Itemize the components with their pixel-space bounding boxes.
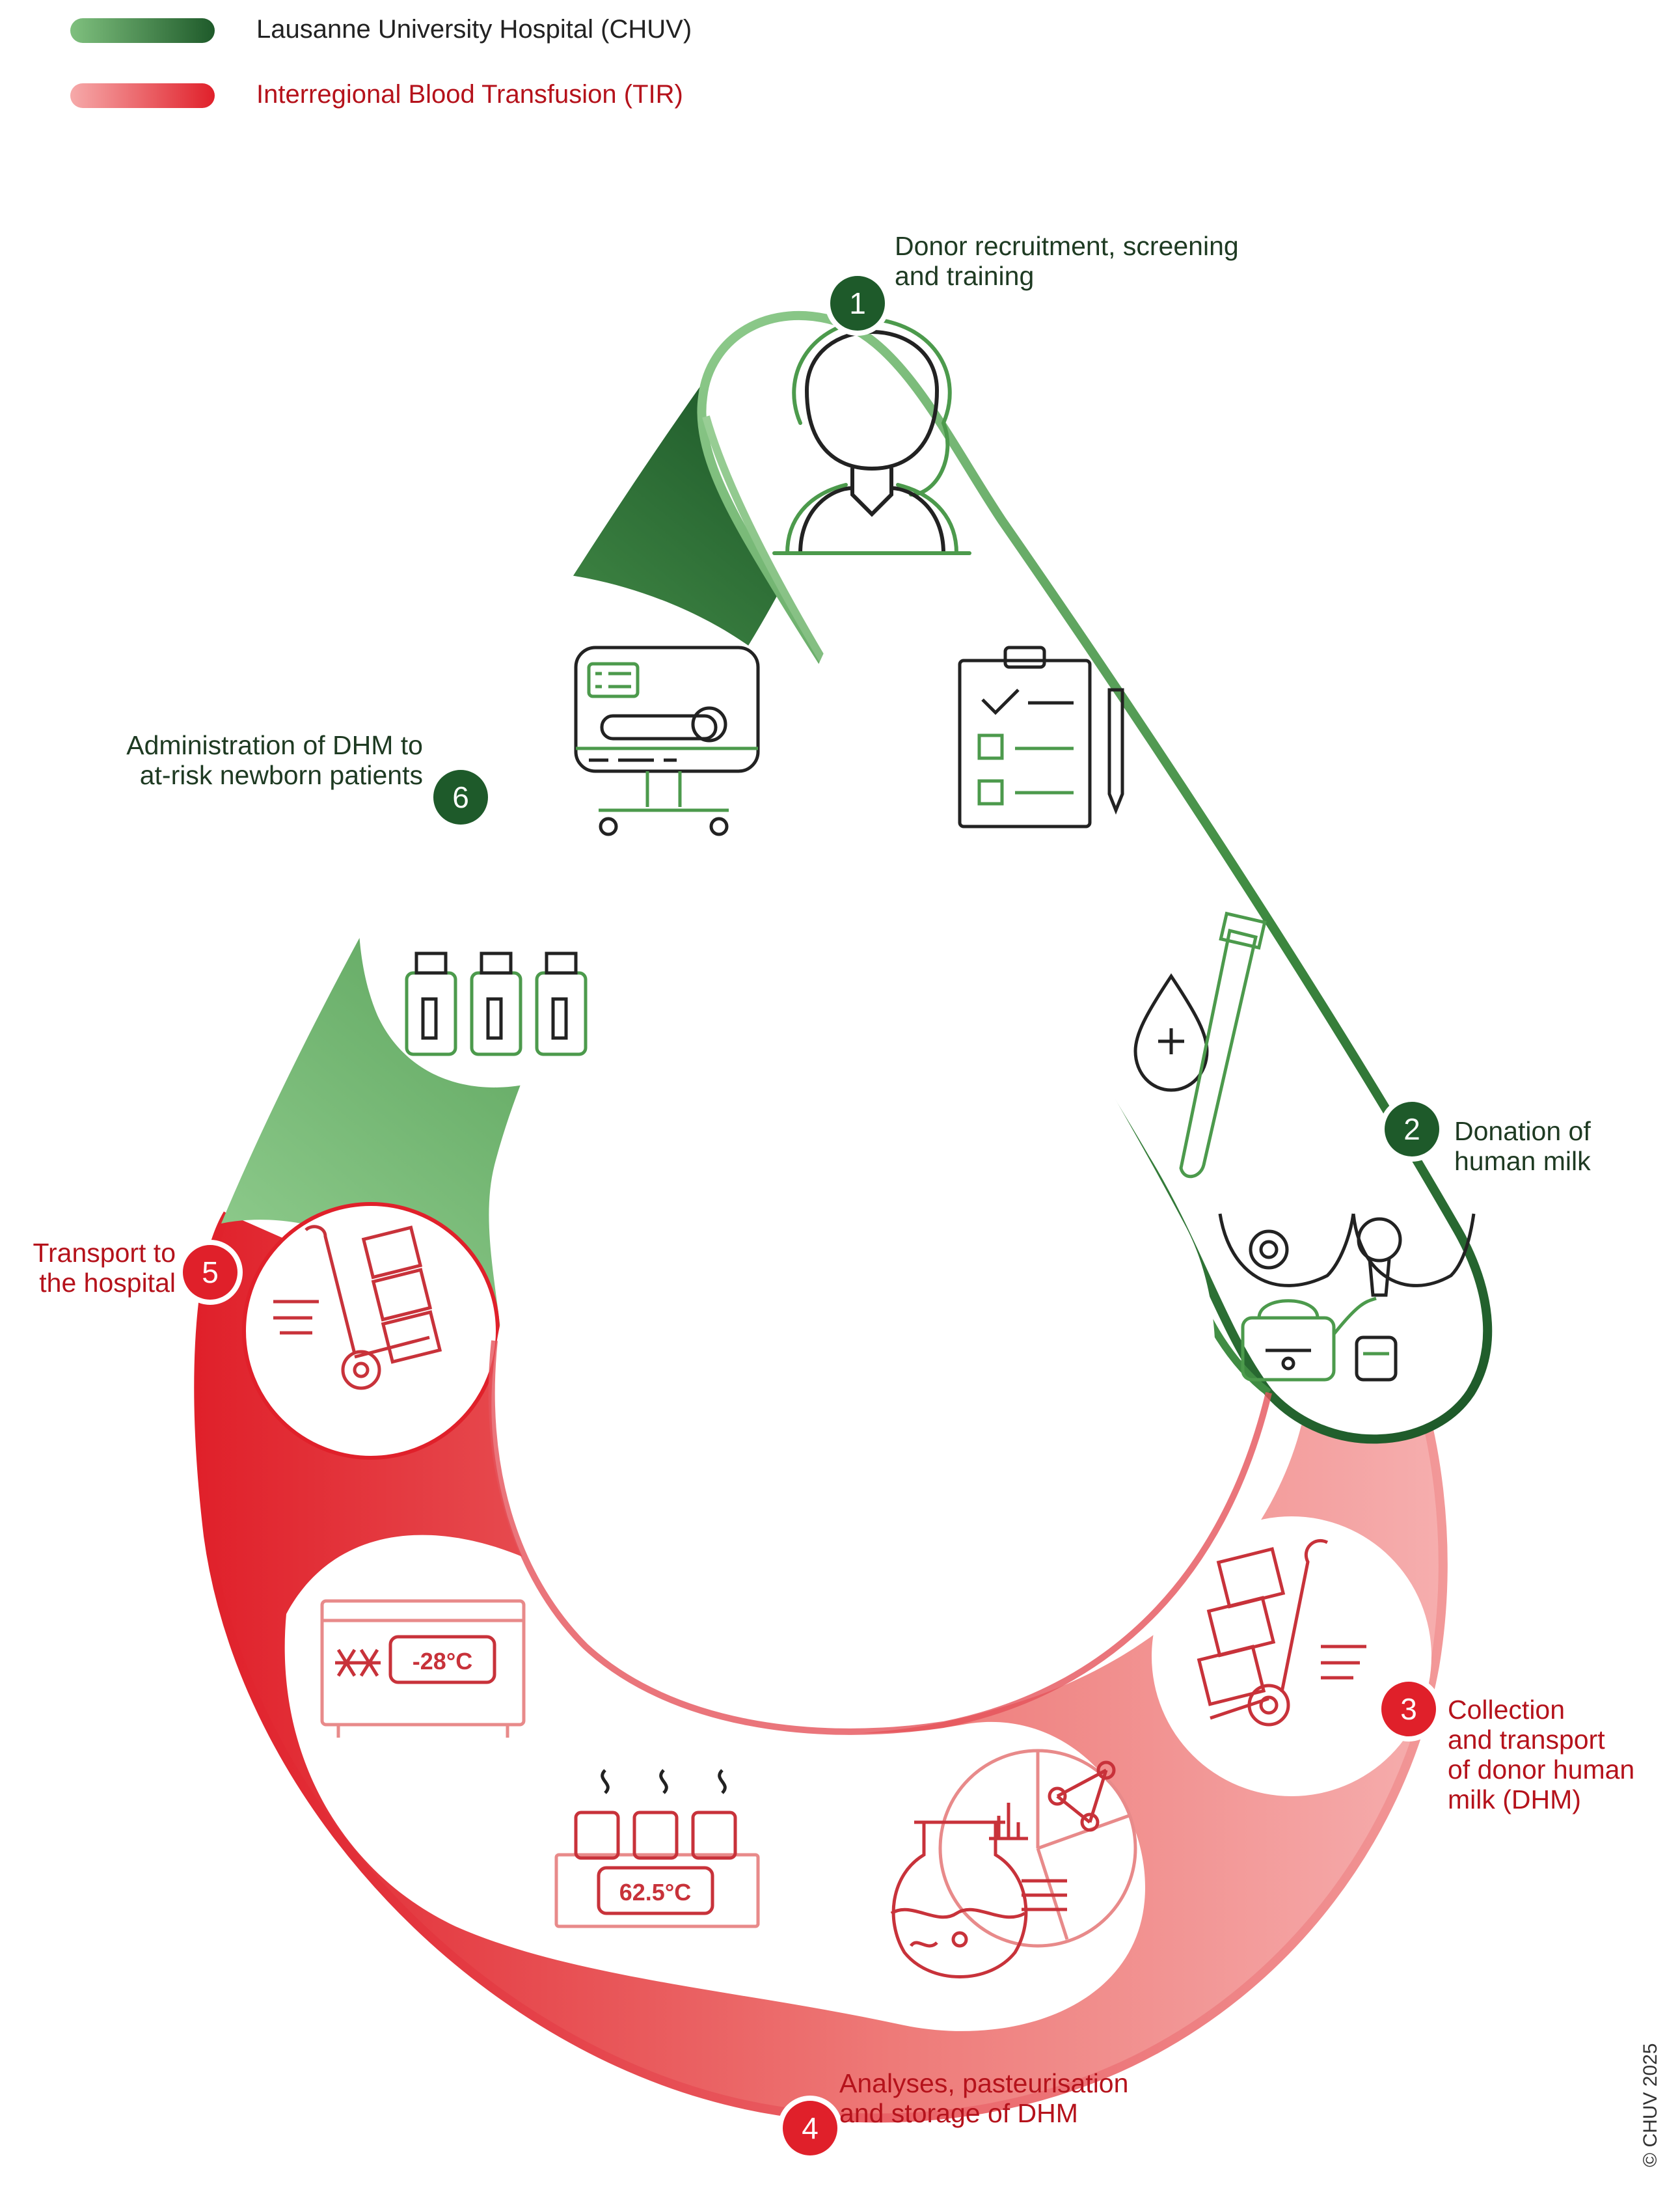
step-3-line-3: of donor human <box>1448 1755 1635 1785</box>
lobe-6 <box>358 570 820 1087</box>
legend-chuv-label: Lausanne University Hospital (CHUV) <box>256 15 692 44</box>
step-label-5: Transport to the hospital <box>23 1238 176 1298</box>
legend-tir-swatch <box>70 83 215 108</box>
step-2-line-1: Donation of <box>1454 1116 1591 1146</box>
legend <box>70 18 215 108</box>
step-6-line-1: Administration of DHM to <box>126 730 423 760</box>
step-number-4: 4 <box>802 2111 819 2145</box>
step-badge-2: 2 <box>1379 1097 1444 1162</box>
step-number-3: 3 <box>1400 1692 1417 1726</box>
step-3-line-2: and transport <box>1448 1725 1605 1755</box>
step-badge-3: 3 <box>1376 1676 1441 1742</box>
step-label-1: Donor recruitment, screening and trainin… <box>895 231 1239 291</box>
hand-truck-boxes-icon-3 <box>1197 1538 1366 1727</box>
step-label-3: Collection and transport of donor human … <box>1448 1695 1634 1814</box>
pasteuriser-icon <box>554 1769 760 1928</box>
step-4-line-1: Analyses, pasteurisation <box>839 2068 1129 2098</box>
legend-tir-label: Interregional Blood Transfusion (TIR) <box>256 80 683 109</box>
step-badge-4: 4 <box>778 2096 843 2161</box>
step-badge-5: 5 <box>178 1240 243 1305</box>
step-5-line-2: the hospital <box>39 1268 176 1298</box>
legend-chuv-swatch <box>70 18 215 43</box>
checklist-clipboard-icon <box>958 646 1124 828</box>
lobe-4 <box>284 1535 1145 2031</box>
step-label-4: Analyses, pasteurisation and storage of … <box>839 2068 1128 2128</box>
step-number-6: 6 <box>452 780 469 814</box>
step-number-2: 2 <box>1403 1112 1420 1146</box>
laboratory-analysis-icon <box>890 1749 1137 1978</box>
step-2-line-2: human milk <box>1454 1146 1591 1176</box>
incubator-icon <box>574 646 760 836</box>
hand-truck-boxes-icon-5 <box>273 1225 442 1390</box>
breast-pump-icon <box>1218 1213 1476 1382</box>
step-number-5: 5 <box>202 1255 219 1289</box>
step-5-line-1: Transport to <box>33 1238 176 1268</box>
drop-center <box>491 618 1215 1719</box>
step-number-1: 1 <box>849 286 866 320</box>
step-4-line-2: and storage of DHM <box>839 2098 1078 2128</box>
drop-edge-red <box>488 1340 1272 1735</box>
donor-woman-icon <box>772 316 971 555</box>
blood-test-tube-icon <box>1133 911 1267 1179</box>
lobe-5 <box>242 1202 500 1460</box>
pasteuriser-temperature: 62.5°C <box>619 1879 691 1906</box>
step-6-line-2: at-risk newborn patients <box>139 760 423 790</box>
step-badge-1: 1 <box>825 271 890 336</box>
step-label-2: Donation of human milk <box>1454 1116 1591 1176</box>
step-badge-6: 6 <box>428 765 493 830</box>
lobe-3 <box>1152 1516 1431 1796</box>
copyright: © CHUV 2025 <box>1640 2043 1661 2167</box>
step-3-line-1: Collection <box>1448 1695 1565 1725</box>
step-1-line-1: Donor recruitment, screening <box>895 231 1239 261</box>
freezer-icon <box>320 1599 526 1738</box>
step-1-line-2: and training <box>895 261 1035 291</box>
freezer-temperature: -28°C <box>413 1648 472 1675</box>
milk-bottles-icon <box>405 951 588 1056</box>
step-label-6: Administration of DHM to at-risk newborn… <box>104 730 423 790</box>
step-3-line-4: milk (DHM) <box>1448 1785 1581 1814</box>
